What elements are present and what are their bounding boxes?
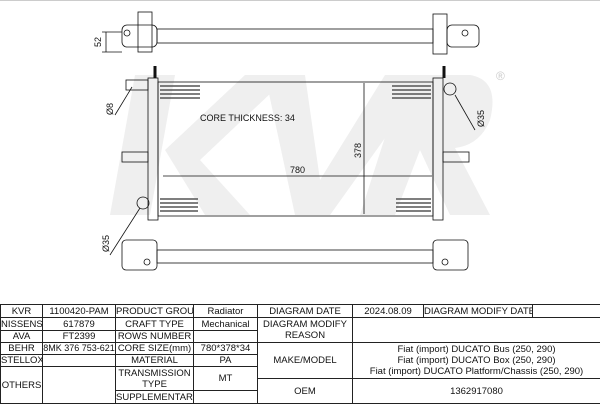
bottom-view bbox=[122, 240, 468, 270]
diagram-date-label: DIAGRAM DATE bbox=[258, 305, 353, 318]
material-label: MATERIAL bbox=[116, 355, 194, 367]
core-thickness-label: CORE THICKNESS: 34 bbox=[200, 113, 295, 123]
height-dimension-label: 378 bbox=[353, 143, 363, 158]
make-model-label: MAKE/MODEL bbox=[258, 343, 353, 379]
make-model-list: Fiat (import) DUCATO Bus (250, 290) Fiat… bbox=[353, 343, 600, 379]
craft-type-label: CRAFT TYPE bbox=[116, 318, 194, 331]
diagram-modify-date-label: DIAGRAM MODIFY DATE bbox=[424, 305, 533, 318]
registered-mark: ® bbox=[496, 69, 505, 83]
kvr-label: KVR bbox=[1, 305, 43, 318]
product-group-value: Radiator bbox=[194, 305, 258, 318]
make-model-item: Fiat (import) DUCATO Box (250, 290) bbox=[353, 355, 600, 366]
top-view bbox=[102, 12, 479, 54]
right-pipe-diameter: Ø35 bbox=[476, 110, 486, 127]
ava-value: FT2399 bbox=[43, 331, 116, 343]
transmission-type-value: MT bbox=[194, 367, 258, 391]
craft-type-value: Mechanical bbox=[194, 318, 258, 331]
left-pipe-diameter: Ø8 bbox=[105, 103, 115, 115]
stellox-label: STELLOX bbox=[1, 355, 43, 367]
rows-number-value bbox=[194, 331, 258, 343]
diagram-modify-reason-value bbox=[353, 318, 600, 343]
nissens-label: NISSENS bbox=[1, 318, 43, 331]
kvr-watermark bbox=[110, 75, 493, 215]
others-value bbox=[43, 367, 116, 404]
width-dimension-label: 780 bbox=[290, 165, 305, 175]
core-size-value: 780*378*34 bbox=[194, 343, 258, 355]
transmission-type-label: TRANSMISSION TYPE bbox=[116, 367, 194, 391]
make-model-item: Fiat (import) DUCATO Platform/Chassis (2… bbox=[353, 366, 600, 377]
make-model-item: Fiat (import) DUCATO Bus (250, 290) bbox=[353, 344, 600, 355]
product-group-label: PRODUCT GROUP bbox=[116, 305, 194, 318]
bottom-pipe-diameter: Ø35 bbox=[101, 235, 111, 252]
behr-value: 8MK 376 753-621 bbox=[43, 343, 116, 355]
spec-table: KVR 1100420-PAM PRODUCT GROUP Radiator D… bbox=[0, 304, 600, 404]
ava-label: AVA bbox=[1, 331, 43, 343]
nissens-value: 617879 bbox=[43, 318, 116, 331]
depth-dimension-label: 52 bbox=[93, 37, 103, 47]
core-size-label: CORE SIZE(mm) bbox=[116, 343, 194, 355]
behr-label: BEHR bbox=[1, 343, 43, 355]
diagram-modify-date-value bbox=[533, 305, 600, 318]
rows-number-label: ROWS NUMBER bbox=[116, 331, 194, 343]
diagram-modify-reason-label: DIAGRAM MODIFY REASON bbox=[258, 318, 353, 343]
oem-label: OEM bbox=[258, 379, 353, 404]
radiator-drawing: ® bbox=[0, 0, 600, 302]
others-label: OTHERS bbox=[1, 367, 43, 404]
material-value: PA bbox=[194, 355, 258, 367]
oem-value: 1362917080 bbox=[353, 379, 600, 404]
stellox-value bbox=[43, 355, 116, 367]
diagram-date-value: 2024.08.09 bbox=[353, 305, 424, 318]
kvr-value: 1100420-PAM bbox=[43, 305, 116, 318]
